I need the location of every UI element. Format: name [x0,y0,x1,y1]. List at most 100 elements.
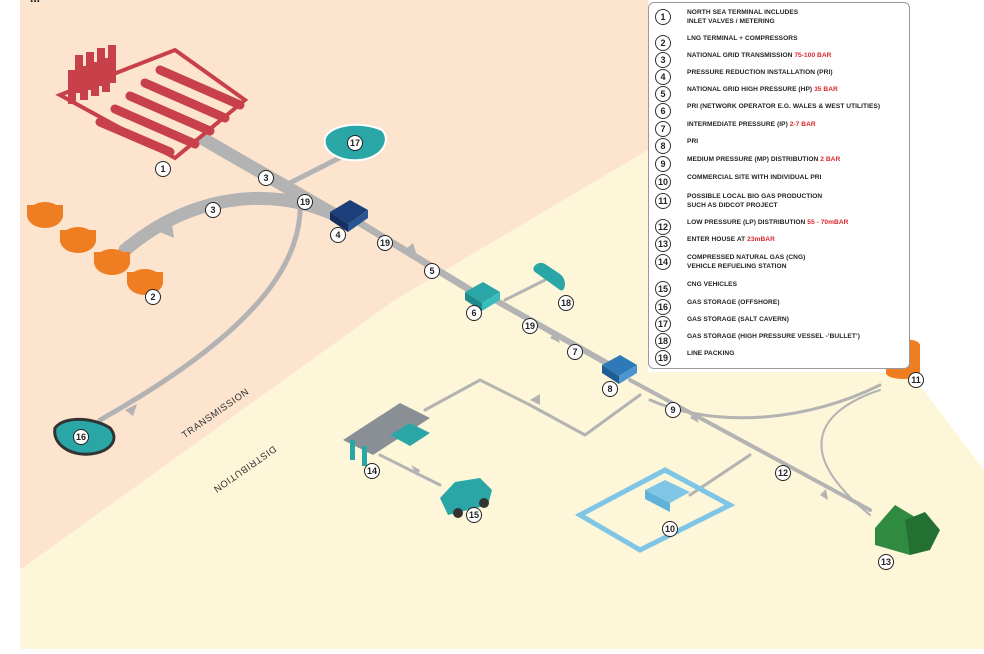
title-fragment: ... [30,0,40,5]
houses [875,505,940,555]
cng-station [343,403,430,466]
legend-text: LNG TERMINAL + COMPRESSORS [687,35,798,44]
transmission-zone [20,0,648,570]
callout-16: 16 [73,429,89,445]
legend-line: NATIONAL GRID TRANSMISSION 75-100 BAR [687,52,832,61]
legend-line-text: PRESSURE REDUCTION INSTALLATION (PRI) [687,69,833,76]
legend-line-text: COMPRESSED NATURAL GAS (CNG) [687,254,806,261]
legend-line-text: LNG TERMINAL + COMPRESSORS [687,35,798,42]
legend-number: 12 [655,219,671,235]
bullet-vessel [533,262,565,291]
callout-5: 5 [424,263,440,279]
legend-item-12: 12 LOW PRESSURE (LP) DISTRIBUTION 55 - 70… [655,219,905,235]
legend-text: GAS STORAGE (HIGH PRESSURE VESSEL -’BULL… [687,333,860,342]
legend-line-text: COMMERCIAL SITE WITH INDIVIDUAL PRI [687,174,822,181]
legend-line-text: INTERMEDIATE PRESSURE (IP) [687,121,790,128]
legend-number: 19 [655,350,671,366]
legend-number: 15 [655,281,671,297]
legend-number: 1 [655,9,671,25]
legend-line-text: INLET VALVES / METERING [687,17,775,25]
legend-number: 7 [655,121,671,137]
legend-line: POSSIBLE LOCAL BIO GAS PRODUCTION [687,193,822,202]
legend-item-4: 4 PRESSURE REDUCTION INSTALLATION (PRI) [655,69,905,85]
legend-text: GAS STORAGE (OFFSHORE) [687,299,780,308]
pipe-cng-to-car [378,453,442,487]
legend-line-text: SUCH AS DIDCOT PROJECT [687,201,778,209]
legend-text: ENTER HOUSE AT 23mBAR [687,236,775,245]
legend-pressure-value: 75-100 BAR [794,52,832,59]
lng-tanks [27,202,163,295]
legend-line: PRI [687,138,698,147]
legend-pressure-value: 23mBAR [747,236,775,243]
legend-text: COMMERCIAL SITE WITH INDIVIDUAL PRI [687,174,821,183]
legend-number: 10 [655,174,671,190]
pipe-intermediate-pressure [492,297,613,368]
legend-number: 3 [655,52,671,68]
callout-19: 19 [297,194,313,210]
legend-number: 4 [655,69,671,85]
legend-line: NATIONAL GRID HIGH PRESSURE (HP) 35 BAR [687,86,838,95]
legend-text: INTERMEDIATE PRESSURE (IP) 2-7 BAR [687,121,816,130]
legend-line-text: GAS STORAGE (OFFSHORE) [687,299,780,306]
callout-9: 9 [665,402,681,418]
legend-text: NATIONAL GRID TRANSMISSION 75-100 BAR [687,52,832,61]
legend-line-text: PRI (NETWORK OPERATOR E.G. WALES & WEST … [687,103,881,110]
cng-vehicle [440,478,492,518]
legend-line: LINE PACKING [687,350,734,359]
legend-line: ENTER HOUSE AT 23mBAR [687,236,775,245]
legend-line: LNG TERMINAL + COMPRESSORS [687,35,798,44]
legend-line-text: POSSIBLE LOCAL BIO GAS PRODUCTION [687,193,823,200]
legend-line: CNG VEHICLES [687,281,737,290]
legend-text: MEDIUM PRESSURE (MP) DISTRIBUTION 2 BAR [687,156,840,165]
legend-pressure-value: 2-7 BAR [789,121,816,128]
legend-item-18: 18 GAS STORAGE (HIGH PRESSURE VESSEL -’BU… [655,333,905,349]
flow-arrows [125,155,828,500]
legend-item-7: 7 INTERMEDIATE PRESSURE (IP) 2-7 BAR [655,121,905,137]
legend-line-text: MEDIUM PRESSURE (MP) DISTRIBUTION [687,156,821,163]
callout-18: 18 [558,295,574,311]
legend-number: 11 [655,193,671,209]
legend-line: SUCH AS DIDCOT PROJECT [687,202,822,211]
legend-item-8: 8 PRI [655,138,905,154]
legend-line: INLET VALVES / METERING [687,18,798,27]
legend-text: PRI [687,138,698,147]
callout-19: 19 [522,318,538,334]
legend-line-text: CNG VEHICLES [687,281,738,288]
legend-line: LOW PRESSURE (LP) DISTRIBUTION 55 - 70mB… [687,219,848,228]
legend-text: LOW PRESSURE (LP) DISTRIBUTION 55 - 70mB… [687,219,848,228]
callout-8: 8 [602,381,618,397]
callout-2: 2 [145,289,161,305]
legend-number: 13 [655,236,671,252]
legend-number: 18 [655,333,671,349]
legend-line: INTERMEDIATE PRESSURE (IP) 2-7 BAR [687,121,816,130]
legend-number: 5 [655,86,671,102]
legend-line-text: ENTER HOUSE AT [687,236,748,243]
pipe-cng-network [423,378,642,437]
legend-text: NATIONAL GRID HIGH PRESSURE (HP) 35 BAR [687,86,838,95]
legend-text: PRESSURE REDUCTION INSTALLATION (PRI) [687,69,833,78]
legend-number: 8 [655,138,671,154]
legend-line: PRESSURE REDUCTION INSTALLATION (PRI) [687,69,833,78]
legend-pressure-value: 35 BAR [814,86,838,93]
callout-13: 13 [878,554,894,570]
callout-1: 1 [155,161,171,177]
pipe-offshore-storage [97,192,303,423]
callout-7: 7 [567,344,583,360]
commercial-site [574,467,736,553]
callout-11: 11 [908,372,924,388]
legend-pressure-value: 55 - 70mBAR [807,219,849,226]
legend-item-13: 13 ENTER HOUSE AT 23mBAR [655,236,905,252]
legend-text: CNG VEHICLES [687,281,737,290]
distribution-zone [20,150,984,649]
pri-transmission [330,200,368,232]
callout-3: 3 [205,202,221,218]
